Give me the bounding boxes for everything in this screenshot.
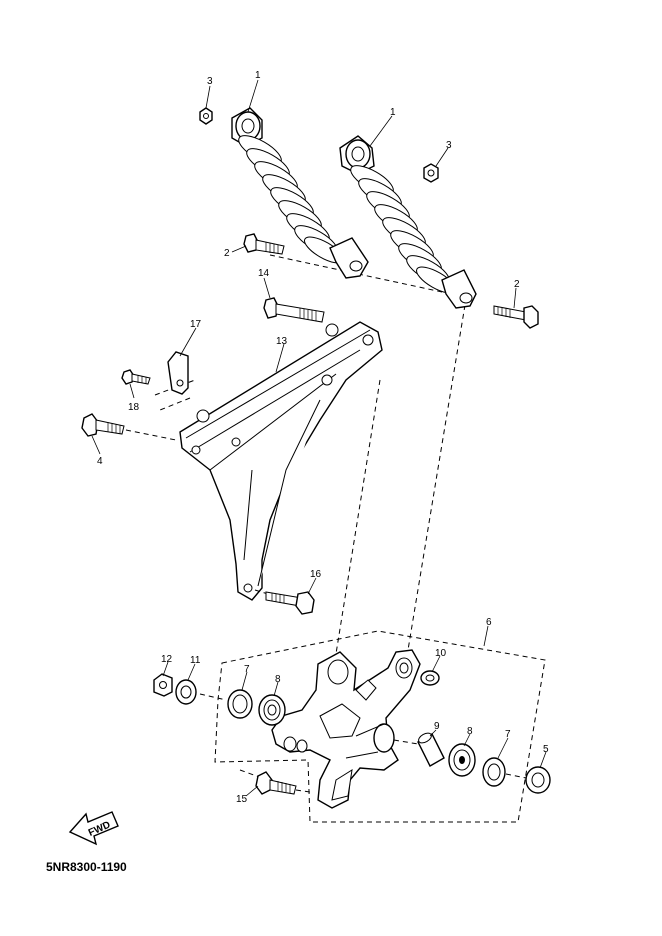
bolt-upper-left [243, 233, 285, 255]
seal-7-right [482, 757, 506, 787]
callout-14: 14 [258, 268, 270, 279]
bearing-8-left [258, 694, 286, 726]
callout-2-left: 2 [224, 248, 230, 259]
callout-3-left: 3 [207, 76, 213, 87]
callout-8-left: 8 [275, 674, 281, 685]
callout-1-right: 1 [390, 107, 396, 118]
callout-12: 12 [161, 654, 173, 665]
callout-3-right: 3 [446, 140, 452, 151]
left-shock-absorber [231, 107, 369, 279]
callout-5: 5 [543, 744, 549, 755]
upper-nut-right [423, 163, 439, 183]
bolt-18 [121, 369, 151, 385]
bolt-15 [255, 771, 311, 795]
clamp-17 [167, 351, 189, 395]
right-shock-absorber [339, 135, 477, 309]
callout-16: 16 [310, 569, 322, 580]
spacer-9 [417, 732, 445, 767]
washer-11 [175, 679, 197, 705]
callout-7-right: 7 [505, 729, 511, 740]
callout-10: 10 [435, 648, 447, 659]
callout-leader-lines [91, 79, 547, 797]
nut-12 [153, 673, 173, 697]
right-spring-coils [350, 165, 456, 294]
collar-10 [420, 670, 440, 686]
left-spring-coils [238, 135, 344, 264]
upper-nut-left [199, 107, 213, 125]
bolt-14 [263, 297, 325, 323]
hub-casting [271, 649, 421, 809]
callout-15: 15 [236, 794, 248, 805]
callout-numbers: 1 3 1 3 2 2 14 17 13 18 4 16 6 12 11 7 8… [97, 70, 549, 805]
fwd-arrow-icon: FWD [68, 811, 119, 846]
bolt-16 [254, 589, 315, 615]
callout-2-right: 2 [514, 279, 520, 290]
callout-8-right: 8 [467, 726, 473, 737]
callout-13: 13 [276, 336, 288, 347]
seal-7-left [227, 689, 253, 719]
bolt-4 [81, 413, 177, 441]
callout-1-left: 1 [255, 70, 261, 81]
catalog-code: 5NR8300-1190 [46, 860, 127, 874]
callout-9: 9 [434, 721, 440, 732]
callout-6: 6 [486, 617, 492, 628]
callout-18: 18 [128, 402, 140, 413]
bearing-8-right [448, 743, 476, 777]
callout-17: 17 [190, 319, 202, 330]
callout-4: 4 [97, 456, 103, 467]
callout-7-left: 7 [244, 664, 250, 675]
collar-5 [525, 766, 551, 794]
bracket-13 [179, 321, 383, 601]
callout-11: 11 [190, 655, 201, 666]
bolt-right-lower [493, 305, 539, 329]
